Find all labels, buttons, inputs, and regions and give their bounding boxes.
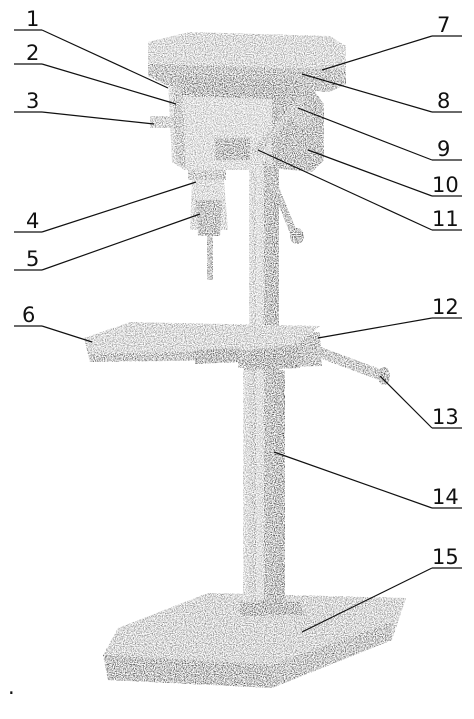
callout-13: 13 [432,405,459,429]
callout-11: 11 [432,207,459,231]
callout-6: 6 [22,303,35,327]
callout-14: 14 [432,485,459,509]
callout-5: 5 [26,247,39,271]
footnote-mark: . [8,675,15,699]
callout-1: 1 [26,7,39,31]
callout-3: 3 [26,89,39,113]
callout-10: 10 [432,173,459,197]
drill-press-illustration [84,32,406,688]
spindle-chuck-part [188,160,228,280]
callout-4: 4 [26,209,39,233]
callout-7: 7 [437,13,450,37]
callout-12: 12 [432,295,459,319]
column-part [243,150,285,602]
callout-15: 15 [432,545,459,569]
callout-9: 9 [437,137,450,161]
callout-8: 8 [437,89,450,113]
base-part [103,593,406,688]
callout-2: 2 [26,41,39,65]
